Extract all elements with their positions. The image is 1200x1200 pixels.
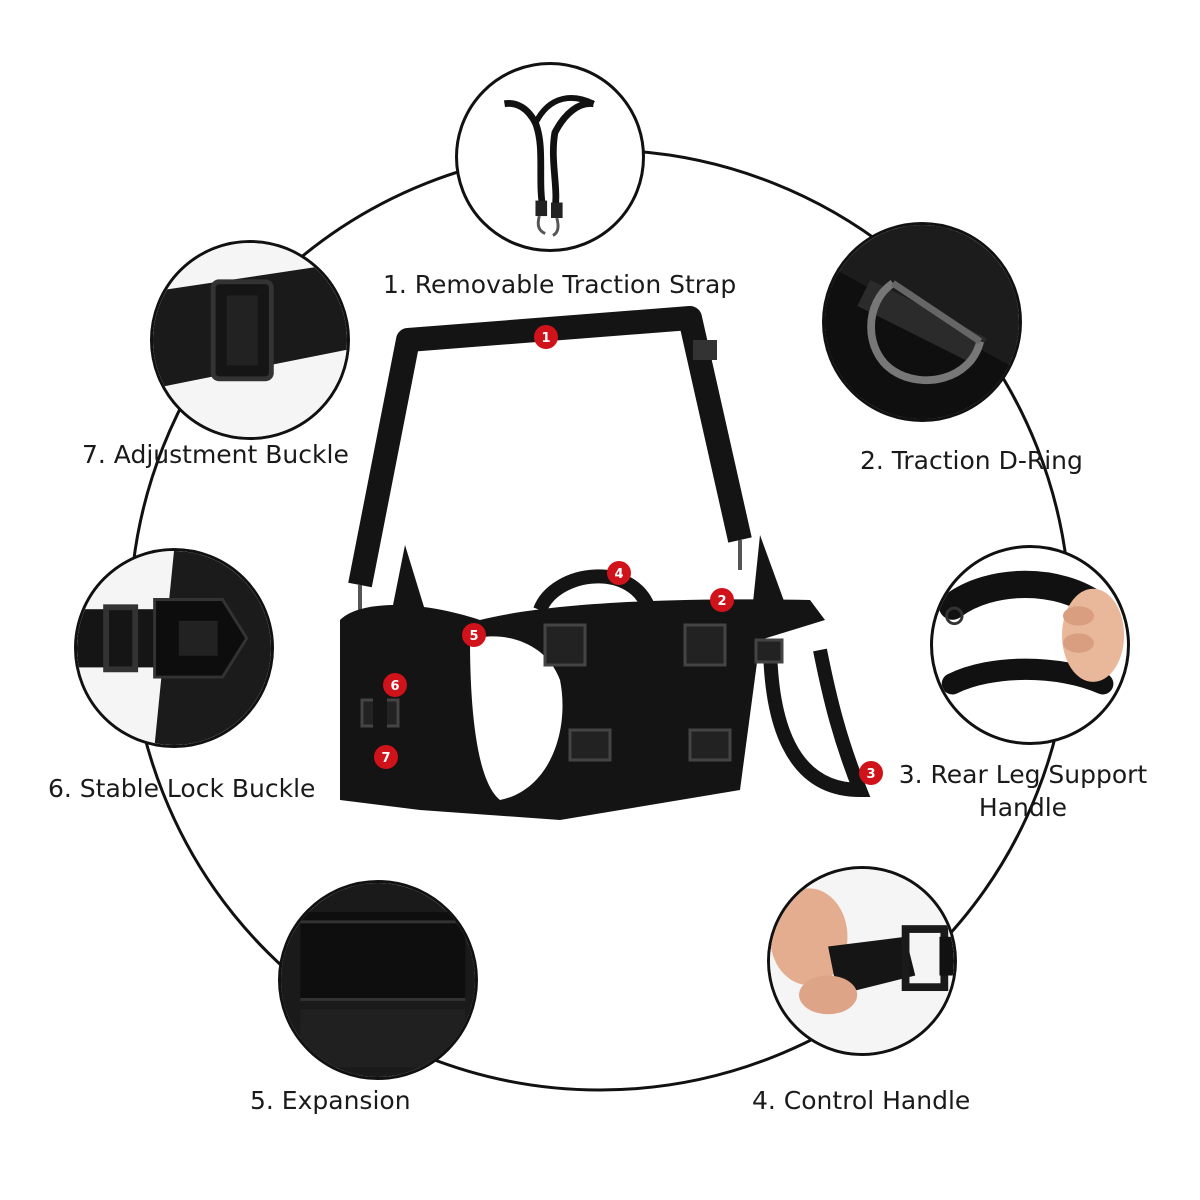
leg-handle-icon bbox=[938, 570, 1125, 695]
adjust-buckle-photo bbox=[150, 240, 350, 440]
badge-4-text: 4 bbox=[614, 567, 623, 582]
badge-7-text: 7 bbox=[381, 751, 390, 766]
label-traction-strap: 1. Removable Traction Strap bbox=[383, 270, 737, 299]
badge-3-text: 3 bbox=[866, 767, 875, 782]
label-rear-leg: 3. Rear Leg Support Handle bbox=[893, 758, 1153, 824]
label-d-ring: 2. Traction D-Ring bbox=[860, 446, 1083, 475]
velcro-panel-icon bbox=[281, 883, 475, 1077]
badge-2: 2 bbox=[710, 588, 734, 612]
d-ring-icon bbox=[825, 225, 1019, 419]
d-ring-photo bbox=[822, 222, 1022, 422]
badge-6-text: 6 bbox=[390, 679, 399, 694]
control-handle-photo bbox=[767, 866, 957, 1056]
badge-5: 5 bbox=[462, 623, 486, 647]
label-rear-leg-line2: Handle bbox=[978, 793, 1068, 822]
buckle-hand-icon bbox=[770, 869, 954, 1053]
side-release-buckle-icon bbox=[77, 551, 271, 745]
label-lock-buckle: 6. Stable Lock Buckle bbox=[48, 774, 316, 803]
badge-1: 1 bbox=[534, 325, 558, 349]
traction-strap-icon bbox=[503, 95, 595, 237]
badge-3: 3 bbox=[859, 761, 883, 785]
badge-5-text: 5 bbox=[469, 629, 478, 644]
label-control-handle: 4. Control Handle bbox=[752, 1086, 971, 1115]
lock-buckle-photo bbox=[74, 548, 274, 748]
badge-2-text: 2 bbox=[717, 594, 726, 609]
label-rear-leg-line1: 3. Rear Leg Support bbox=[898, 760, 1148, 789]
badge-6: 6 bbox=[383, 673, 407, 697]
label-adjust-buckle: 7. Adjustment Buckle bbox=[82, 440, 349, 469]
badge-1-text: 1 bbox=[541, 331, 550, 346]
label-expansion: 5. Expansion bbox=[250, 1086, 411, 1115]
expansion-photo bbox=[278, 880, 478, 1080]
badge-4: 4 bbox=[607, 561, 631, 585]
slider-buckle-icon bbox=[153, 243, 347, 437]
leg-handle-photo bbox=[930, 545, 1130, 745]
badge-7: 7 bbox=[374, 745, 398, 769]
traction-strap-photo bbox=[455, 62, 645, 252]
